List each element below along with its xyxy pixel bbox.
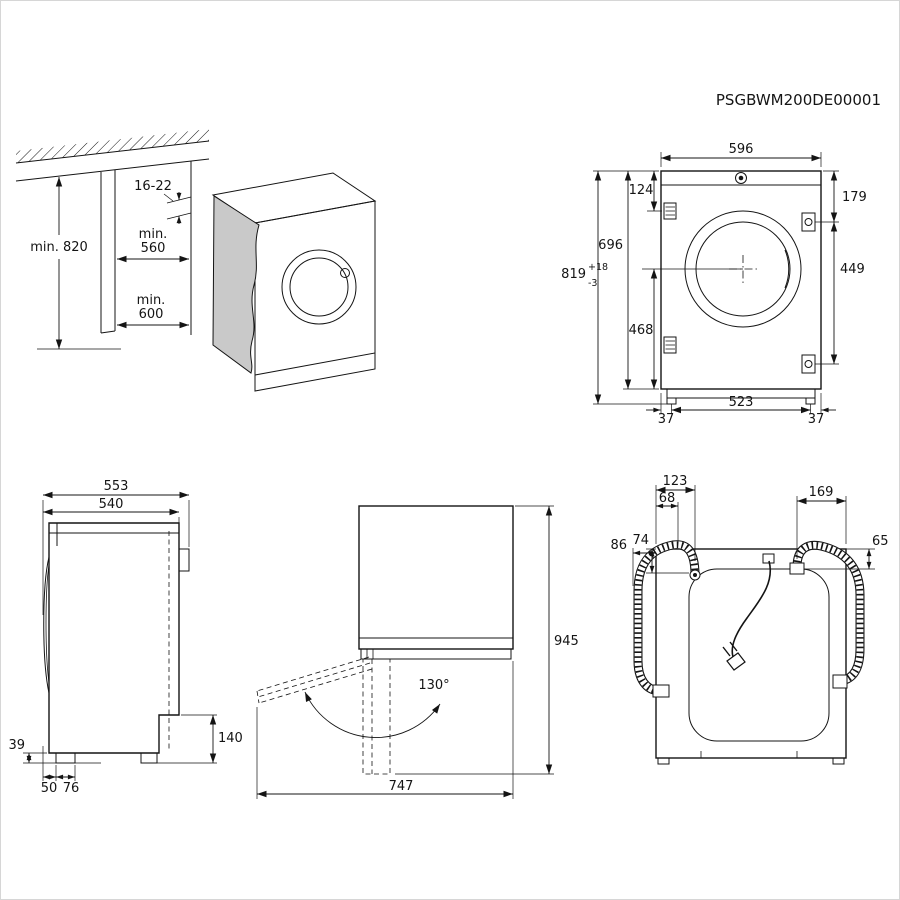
dim-label-center-to-floor: 468 xyxy=(629,323,654,338)
drain-hose-end xyxy=(652,684,670,698)
hinge-plates xyxy=(801,212,816,374)
plug-pins xyxy=(722,641,738,657)
dim-label-open-depth: 747 xyxy=(389,779,414,794)
rear-hose-guide xyxy=(178,548,190,572)
dim-label-min-width-2: 600 xyxy=(139,307,164,322)
door-bulge-inner xyxy=(45,564,50,684)
dim-label-depth-body: 540 xyxy=(99,497,124,512)
front-view-machine xyxy=(642,170,822,405)
power-cord xyxy=(722,553,775,671)
door-opening-dimensions: 945 747 xyxy=(256,505,579,799)
dim-label-tol-plus: +18 xyxy=(588,262,608,273)
plug-body xyxy=(726,652,746,671)
dim-label-top-to-hinge: 179 xyxy=(842,190,867,205)
open-door-positions: 130° xyxy=(256,656,450,775)
dim-label-width: 596 xyxy=(729,142,754,157)
dim-label-open-angle: 130° xyxy=(418,678,449,693)
dim-label-drain-offset-b: 68 xyxy=(659,491,676,506)
dim-label-min-depth-2: 560 xyxy=(141,241,166,256)
rear-foot xyxy=(140,752,158,764)
rear-view-dimensions: 123 68 169 86 74 65 xyxy=(610,474,889,586)
front-view-diagram: 596 124 179 449 696 819 +18 -3 468 523 3… xyxy=(561,142,867,427)
door-outer xyxy=(281,249,357,325)
porthole-outer xyxy=(684,210,802,328)
base-band xyxy=(666,389,816,399)
vent-slots xyxy=(663,202,677,354)
dim-label-min-depth-1: min. xyxy=(139,227,168,242)
front-foot xyxy=(55,752,76,764)
side-view-diagram: 553 540 39 140 50 76 xyxy=(8,479,242,796)
drain-hose xyxy=(633,540,701,698)
door-open-90 xyxy=(362,658,391,775)
dim-label-hinge-span: 449 xyxy=(840,262,865,277)
top-button xyxy=(738,175,744,181)
dim-label-top-to-vent: 124 xyxy=(629,183,654,198)
dim-label-total-height: 819 xyxy=(561,267,586,282)
porthole-inner xyxy=(695,221,791,317)
foot-right xyxy=(805,397,816,405)
dim-label-min-width-1: min. xyxy=(137,293,166,308)
niche-installation-diagram: min. 820 16-22 min. 560 min. 600 xyxy=(15,129,377,392)
niche-dimensions: min. 820 16-22 min. 560 min. 600 xyxy=(30,177,192,349)
rear-view-machine xyxy=(655,548,847,765)
worktop-and-cabinet xyxy=(15,129,210,350)
dim-label-plinth-height: 140 xyxy=(218,731,243,746)
dim-label-min-height: min. 820 xyxy=(30,240,88,255)
door-opening-diagram: 130° 945 747 xyxy=(256,505,579,799)
dim-label-drain-offset-a: 123 xyxy=(663,474,688,489)
top-view-machine xyxy=(358,505,514,660)
dim-label-foot-front-offset: 50 xyxy=(41,781,58,796)
flexible-cover-sheet xyxy=(212,195,260,374)
rear-panel xyxy=(688,568,830,742)
dim-label-inlet-offset: 169 xyxy=(809,485,834,500)
door-inner xyxy=(289,257,349,317)
document-code: PSGBWM200DE00001 xyxy=(716,91,881,109)
inlet-hose-end xyxy=(832,674,848,689)
door-handle-recess xyxy=(784,249,790,289)
rear-foot-right xyxy=(832,757,845,765)
center-crosshair xyxy=(729,255,757,283)
closed-door-edge xyxy=(360,649,512,660)
dim-label-feet-span: 523 xyxy=(729,395,754,410)
dim-label-body-height: 696 xyxy=(598,238,623,253)
rear-view-diagram: 123 68 169 86 74 65 xyxy=(610,474,889,765)
cord-anchor xyxy=(762,553,775,564)
front-view-dimensions: 596 124 179 449 696 819 +18 -3 468 523 3… xyxy=(561,142,867,427)
dim-label-foot-offset-left: 37 xyxy=(658,412,675,427)
dim-label-inlet-drop: 65 xyxy=(872,534,889,549)
dim-label-depth-total: 553 xyxy=(104,479,129,494)
dim-label-drain-protrusion: 86 xyxy=(610,538,627,553)
dim-label-foot-height: 39 xyxy=(8,738,25,753)
dim-label-drain-drop: 74 xyxy=(632,533,649,548)
dim-label-top-gap: 16-22 xyxy=(134,179,172,194)
dim-label-open-height: 945 xyxy=(554,634,579,649)
side-view-machine xyxy=(43,522,190,764)
dim-label-tol-minus: -3 xyxy=(588,278,597,289)
inlet-valve-fitting xyxy=(789,562,805,575)
swing-arc xyxy=(304,691,441,738)
door-handle-dot xyxy=(340,268,350,278)
washer-perspective xyxy=(211,172,377,392)
foot-left xyxy=(666,397,677,405)
door-bulge-outer xyxy=(43,556,50,694)
dim-label-foot-offset-right: 37 xyxy=(808,412,825,427)
base xyxy=(254,353,376,392)
inlet-hose xyxy=(789,540,865,689)
dim-label-foot-length: 76 xyxy=(63,781,80,796)
rear-foot-left xyxy=(657,757,670,765)
hatch-band xyxy=(16,129,209,163)
side-view-dimensions: 553 540 39 140 50 76 xyxy=(8,479,242,796)
door-open-130 xyxy=(256,656,373,704)
